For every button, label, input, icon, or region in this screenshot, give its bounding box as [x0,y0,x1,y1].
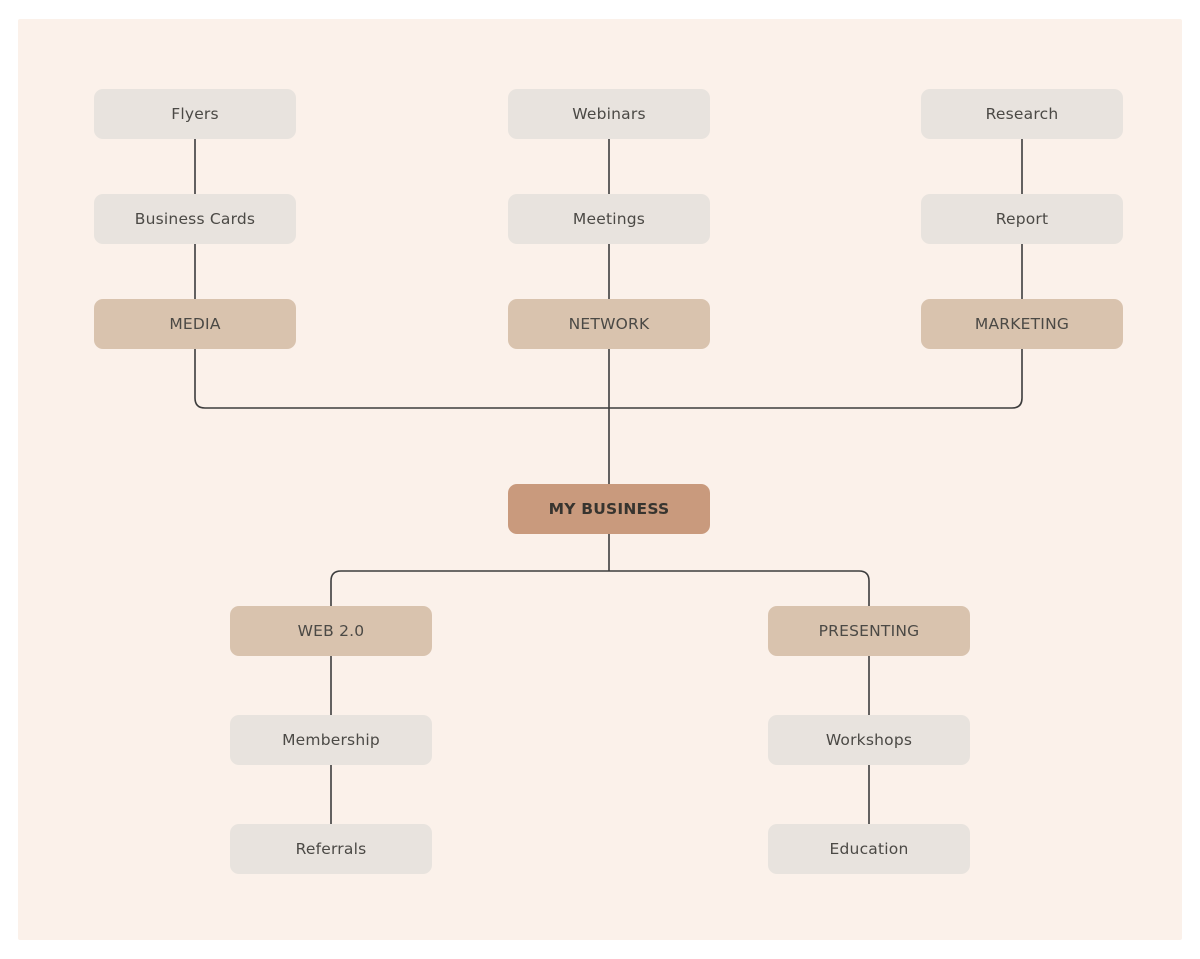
node-membership[interactable]: Membership [230,715,432,765]
node-network-label: NETWORK [568,315,650,333]
node-report[interactable]: Report [921,194,1123,244]
node-presenting[interactable]: PRESENTING [768,606,970,656]
node-webinars[interactable]: Webinars [508,89,710,139]
node-membership-label: Membership [282,731,380,749]
node-marketing[interactable]: MARKETING [921,299,1123,349]
node-research-label: Research [985,105,1059,123]
node-referrals-label: Referrals [295,840,367,858]
node-workshops[interactable]: Workshops [768,715,970,765]
node-meetings-label: Meetings [572,210,646,228]
node-webinars-label: Webinars [572,105,646,123]
diagram-panel [18,19,1182,940]
node-flyers-label: Flyers [171,105,219,123]
node-marketing-label: MARKETING [974,315,1070,333]
node-meetings[interactable]: Meetings [508,194,710,244]
node-education-label: Education [829,840,909,858]
node-referrals[interactable]: Referrals [230,824,432,874]
node-my-business[interactable]: MY BUSINESS [508,484,710,534]
node-media-label: MEDIA [169,315,221,333]
node-media[interactable]: MEDIA [94,299,296,349]
node-education[interactable]: Education [768,824,970,874]
node-web20[interactable]: WEB 2.0 [230,606,432,656]
node-research[interactable]: Research [921,89,1123,139]
node-network[interactable]: NETWORK [508,299,710,349]
node-business-cards-label: Business Cards [134,210,256,228]
node-web20-label: WEB 2.0 [297,622,365,640]
node-workshops-label: Workshops [825,731,913,749]
node-flyers[interactable]: Flyers [94,89,296,139]
node-report-label: Report [995,210,1049,228]
node-presenting-label: PRESENTING [818,622,920,640]
node-my-business-label: MY BUSINESS [548,500,670,518]
node-business-cards[interactable]: Business Cards [94,194,296,244]
